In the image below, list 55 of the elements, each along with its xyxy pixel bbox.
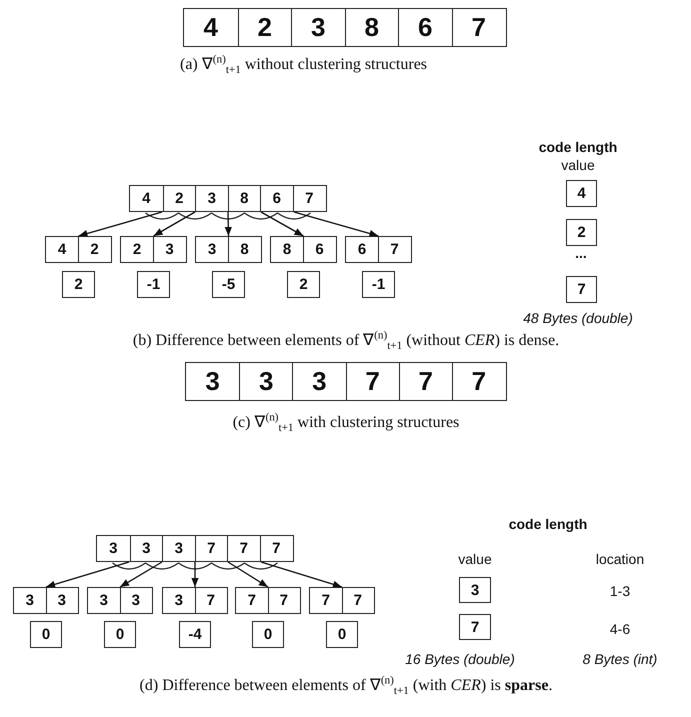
column-label: value [457, 551, 493, 567]
column-label: value [560, 157, 596, 173]
value-box: 4 [566, 180, 597, 207]
array-box [185, 362, 507, 401]
pair-box [235, 587, 301, 614]
value-box: 7 [566, 276, 597, 303]
figure-caption: (c) ∇$^{(n)}$$_{t+1}$ with clustering structures [232, 413, 460, 433]
arrow [294, 211, 379, 238]
difference-box: 0 [104, 621, 136, 648]
value-box: 2 [566, 219, 597, 246]
arrow [46, 561, 130, 588]
arrow [153, 211, 196, 237]
array-box [129, 185, 327, 212]
column-label: location [594, 551, 646, 567]
value-cell: 3 [239, 363, 292, 400]
value-box: 7 [459, 614, 491, 640]
difference-box: -5 [212, 271, 245, 298]
arrow [78, 211, 162, 237]
pair-box [162, 587, 228, 614]
array-box [183, 8, 507, 47]
column-heading: code length [508, 516, 588, 532]
array-box [96, 535, 294, 562]
figure-caption: (a) ∇$^{(n)}$$_{t+1}$ without clustering structures [180, 55, 428, 75]
arrow [120, 561, 162, 588]
difference-box: 0 [30, 621, 62, 648]
difference-box: 2 [62, 271, 95, 298]
pair-box [13, 587, 79, 614]
pair-box [309, 587, 375, 614]
pair-box [45, 236, 112, 263]
pair-box [120, 236, 187, 263]
pair-box [270, 236, 337, 263]
difference-box: -1 [137, 271, 170, 298]
value-box: 3 [459, 577, 491, 603]
size-note: 8 Bytes (int) [582, 651, 658, 667]
column-heading: code length [538, 139, 618, 155]
location-range: 4-6 [608, 621, 632, 637]
difference-box: 2 [287, 271, 320, 298]
difference-box: -1 [362, 271, 395, 298]
ellipsis: ... [574, 245, 588, 261]
figure-caption: (b) Difference between elements of ∇$^{(n)}$$_{t+1}$ (without CER) is dense. [132, 331, 560, 351]
arrow [260, 561, 342, 588]
size-note: 48 Bytes (double) [522, 310, 634, 326]
arrow [191, 562, 199, 587]
pair-box [345, 236, 412, 263]
location-range: 1-3 [608, 583, 632, 599]
difference-box: 0 [252, 621, 284, 648]
arrow [224, 212, 232, 236]
arrow [228, 561, 268, 588]
pair-box [87, 587, 153, 614]
size-note: 16 Bytes (double) [404, 651, 516, 667]
difference-box: 0 [326, 621, 358, 648]
pair-box [195, 236, 262, 263]
difference-box: -4 [179, 621, 211, 648]
arrow [260, 211, 304, 237]
figure-caption: (d) Difference between elements of ∇$^{(n)}$$_{t+1}$ (with CER) is sparse. [138, 676, 554, 696]
